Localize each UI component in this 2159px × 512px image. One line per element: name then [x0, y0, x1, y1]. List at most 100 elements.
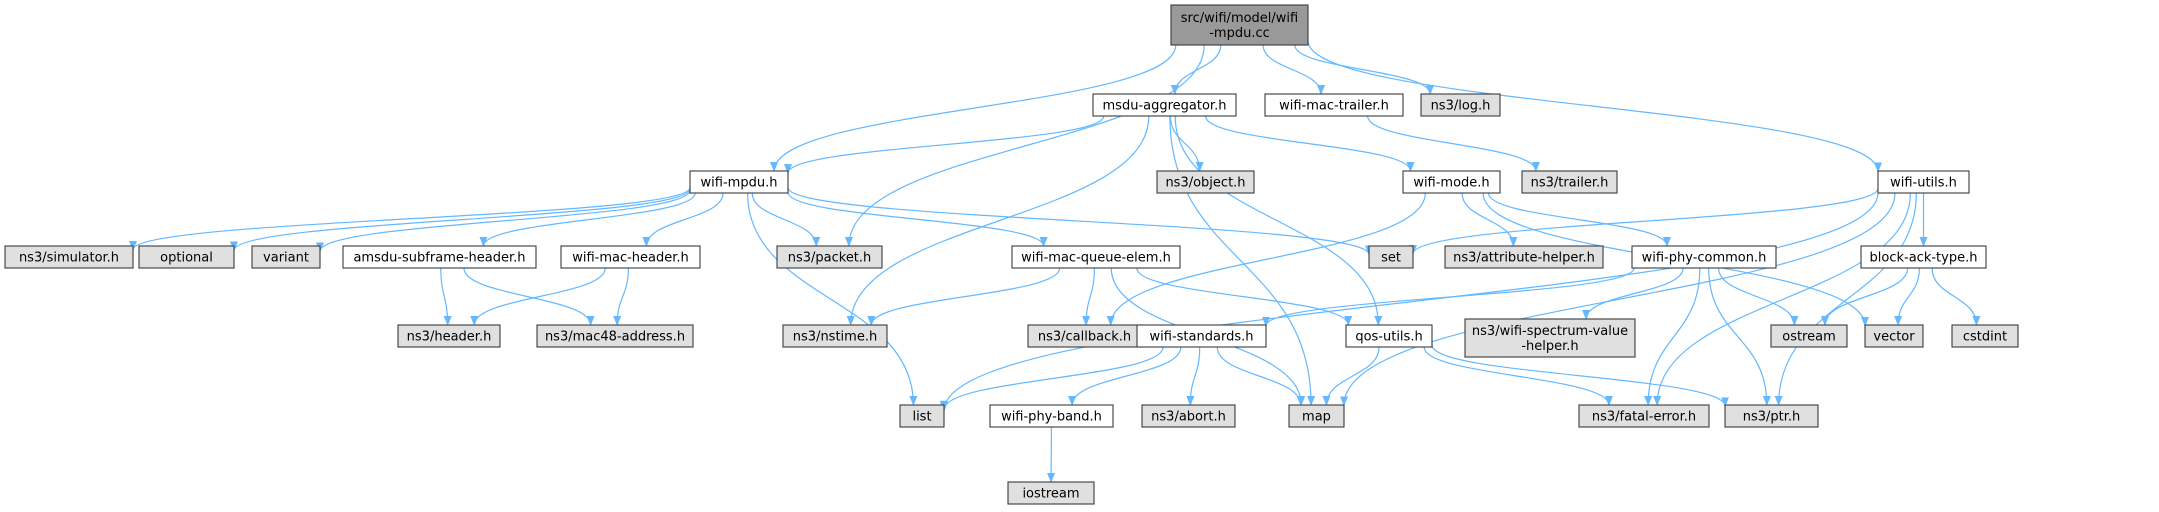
node-list: list: [899, 404, 945, 428]
node-box-ns3-attribute-helper-h: [1444, 245, 1604, 269]
node-label-ns3-simulator-h: ns3/simulator.h: [19, 251, 119, 266]
node-box-ns3-log-h: [1420, 93, 1501, 117]
node-box-optional: [138, 245, 235, 269]
node-variant: variant: [251, 245, 321, 269]
node-label-wifi-utils-h: wifi-utils.h: [1890, 176, 1957, 191]
node-ns3-callback-h: ns3/callback.h: [1027, 324, 1142, 348]
edge-msdu-aggregator-h-to-ns3-nstime-h: [846, 115, 1150, 326]
node-wifi-mpdu-cc[interactable]: src/wifi/model/wifi-mpdu.cc: [1170, 4, 1309, 46]
node-label-ns3-wifi-spectrum-value-helper-h: -helper.h: [1521, 339, 1578, 354]
node-layer: src/wifi/model/wifi-mpdu.cc msdu-aggregat…: [4, 4, 2019, 505]
node-label-vector: vector: [1873, 330, 1915, 345]
node-label-wifi-phy-band-h: wifi-phy-band.h: [1001, 410, 1102, 425]
edge-wifi-standards-h-to-map: [1216, 346, 1305, 406]
node-box-ns3-ptr-h: [1724, 404, 1819, 428]
node-box-ns3-abort-h: [1141, 404, 1236, 428]
node-wifi-mac-queue-elem-h[interactable]: wifi-mac-queue-elem.h: [1011, 245, 1181, 269]
node-label-ns3-nstime-h: ns3/nstime.h: [793, 330, 877, 345]
node-box-block-ack-type-h: [1860, 245, 1987, 269]
node-label-ns3-abort-h: ns3/abort.h: [1151, 410, 1226, 425]
node-wifi-standards-h[interactable]: wifi-standards.h: [1136, 324, 1267, 348]
edge-wifi-mpdu-cc-to-wifi-mac-trailer-h: [1262, 44, 1325, 95]
node-ns3-object-h: ns3/object.h: [1156, 170, 1255, 194]
node-wifi-mode-h[interactable]: wifi-mode.h: [1402, 170, 1501, 194]
edge-wifi-mac-header-h-to-ns3-header-h: [470, 267, 606, 326]
node-set: set: [1368, 245, 1414, 269]
node-wifi-mpdu-h[interactable]: wifi-mpdu.h: [689, 170, 789, 194]
node-ns3-mac48-address-h: ns3/mac48-address.h: [536, 324, 694, 348]
edge-wifi-mac-trailer-h-to-ns3-trailer-h: [1367, 115, 1540, 172]
edge-wifi-mpdu-h-to-wifi-mac-queue-elem-h: [787, 192, 1048, 247]
node-box-msdu-aggregator-h: [1092, 93, 1237, 117]
edge-wifi-mpdu-cc-to-wifi-utils-h: [1307, 40, 1882, 173]
node-box-ns3-simulator-h: [4, 245, 134, 269]
node-box-wifi-mpdu-h: [689, 170, 789, 194]
node-block-ack-type-h[interactable]: block-ack-type.h: [1860, 245, 1987, 269]
edge-msdu-aggregator-h-to-map: [1169, 115, 1316, 406]
edge-wifi-mpdu-h-to-ns3-simulator-h: [129, 187, 691, 251]
node-label-wifi-mode-h: wifi-mode.h: [1413, 176, 1489, 191]
node-label-ns3-ptr-h: ns3/ptr.h: [1743, 410, 1801, 425]
node-ns3-attribute-helper-h: ns3/attribute-helper.h: [1444, 245, 1604, 269]
edge-wifi-utils-h-to-list: [940, 192, 1879, 412]
edge-block-ack-type-h-to-vector: [1894, 267, 1920, 326]
node-wifi-phy-common-h[interactable]: wifi-phy-common.h: [1631, 245, 1777, 269]
node-label-wifi-mpdu-h: wifi-mpdu.h: [701, 176, 778, 191]
node-wifi-phy-band-h[interactable]: wifi-phy-band.h: [989, 404, 1114, 428]
node-box-ns3-packet-h: [776, 245, 883, 269]
edge-wifi-phy-common-h-to-wifi-standards-h: [1262, 267, 1635, 327]
node-label-wifi-mpdu-cc: src/wifi/model/wifi: [1181, 11, 1298, 26]
node-amsdu-subframe-header-h[interactable]: amsdu-subframe-header.h: [342, 245, 537, 269]
edge-wifi-mpdu-cc-to-ns3-packet-h: [844, 44, 1205, 247]
node-label-ns3-header-h: ns3/header.h: [407, 330, 492, 345]
node-ns3-simulator-h: ns3/simulator.h: [4, 245, 134, 269]
edge-wifi-mpdu-h-to-ns3-packet-h: [751, 192, 821, 247]
node-vector: vector: [1864, 324, 1924, 348]
node-ns3-header-h: ns3/header.h: [397, 324, 501, 348]
node-box-cstdint: [1951, 324, 2019, 348]
node-box-qos-utils-h: [1345, 324, 1433, 348]
node-wifi-utils-h[interactable]: wifi-utils.h: [1877, 170, 1970, 194]
node-box-ns3-mac48-address-h: [536, 324, 694, 348]
node-label-ns3-mac48-address-h: ns3/mac48-address.h: [545, 330, 685, 345]
edge-wifi-mode-h-to-ns3-attribute-helper-h: [1461, 192, 1518, 247]
node-ns3-ptr-h: ns3/ptr.h: [1724, 404, 1819, 428]
node-label-wifi-mac-trailer-h: wifi-mac-trailer.h: [1279, 99, 1389, 114]
node-ns3-wifi-spectrum-value-helper-h: ns3/wifi-spectrum-value-helper.h: [1464, 318, 1636, 358]
edge-wifi-mode-h-to-ns3-callback-h: [1106, 192, 1426, 326]
node-box-wifi-utils-h: [1877, 170, 1970, 194]
node-box-ns3-nstime-h: [782, 324, 888, 348]
node-label-ns3-log-h: ns3/log.h: [1431, 99, 1491, 114]
node-label-qos-utils-h: qos-utils.h: [1355, 330, 1422, 345]
node-ns3-packet-h: ns3/packet.h: [776, 245, 883, 269]
edge-amsdu-subframe-header-h-to-ns3-header-h: [440, 267, 452, 326]
edge-qos-utils-h-to-ns3-ptr-h: [1431, 344, 1729, 408]
node-qos-utils-h[interactable]: qos-utils.h: [1345, 324, 1433, 348]
node-label-ns3-wifi-spectrum-value-helper-h: ns3/wifi-spectrum-value: [1472, 324, 1628, 339]
node-box-wifi-mpdu-cc: [1170, 4, 1309, 46]
edge-wifi-mpdu-h-to-amsdu-subframe-header-h: [479, 192, 696, 247]
node-label-ns3-trailer-h: ns3/trailer.h: [1531, 176, 1609, 191]
node-box-ostream: [1770, 324, 1848, 348]
node-label-block-ack-type-h: block-ack-type.h: [1870, 251, 1978, 266]
node-label-variant: variant: [263, 251, 309, 266]
node-box-list: [899, 404, 945, 428]
node-label-ns3-fatal-error-h: ns3/fatal-error.h: [1592, 410, 1696, 425]
node-box-set: [1368, 245, 1414, 269]
node-label-amsdu-subframe-header-h: amsdu-subframe-header.h: [353, 251, 525, 266]
edge-wifi-mpdu-h-to-optional: [230, 188, 691, 252]
node-label-list: list: [912, 410, 931, 425]
node-wifi-mac-trailer-h[interactable]: wifi-mac-trailer.h: [1264, 93, 1404, 117]
node-label-wifi-mac-queue-elem-h: wifi-mac-queue-elem.h: [1021, 251, 1171, 266]
edge-wifi-mpdu-cc-to-wifi-mpdu-h: [770, 44, 1177, 172]
node-wifi-mac-header-h[interactable]: wifi-mac-header.h: [560, 245, 701, 269]
edge-msdu-aggregator-h-to-ns3-object-h: [1169, 115, 1204, 172]
node-box-wifi-phy-band-h: [989, 404, 1114, 428]
node-box-ns3-header-h: [397, 324, 501, 348]
node-label-set: set: [1381, 251, 1401, 266]
node-ns3-fatal-error-h: ns3/fatal-error.h: [1578, 404, 1710, 428]
node-msdu-aggregator-h[interactable]: msdu-aggregator.h: [1092, 93, 1237, 117]
edge-qos-utils-h-to-map: [1322, 346, 1380, 406]
node-box-ns3-object-h: [1156, 170, 1255, 194]
node-ns3-abort-h: ns3/abort.h: [1141, 404, 1236, 428]
